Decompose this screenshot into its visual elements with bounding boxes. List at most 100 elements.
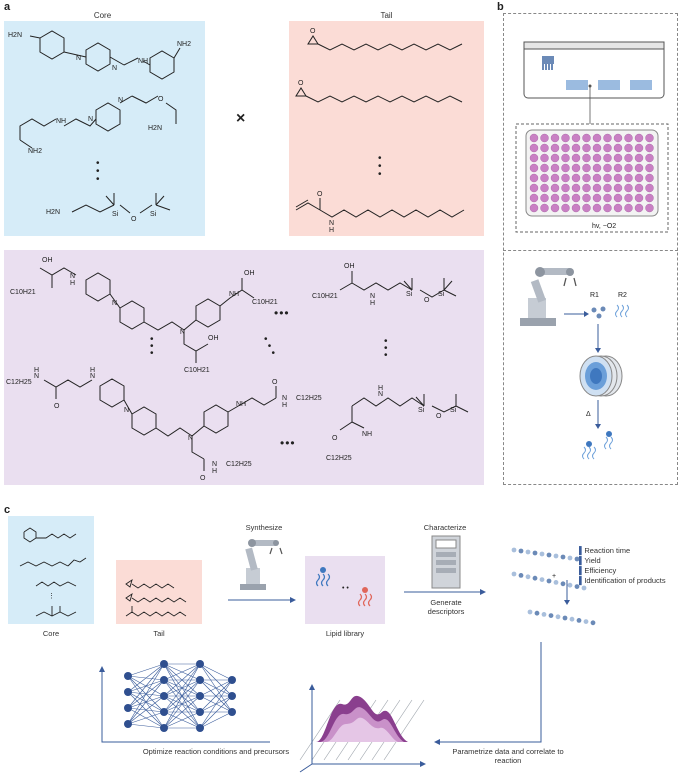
nn-node (124, 672, 132, 680)
plate-well (634, 153, 644, 163)
core-label-h2n-3: H2N (46, 209, 60, 216)
plate-well (561, 153, 570, 163)
core-label-n-3: N (88, 116, 93, 123)
core-label-nh-1: NH (138, 58, 148, 65)
product-label-c10h21-4: C10H21 (312, 293, 338, 300)
plate-well (645, 153, 654, 163)
plate-well (592, 163, 602, 173)
plate-well (624, 203, 633, 213)
plate-well (624, 143, 633, 153)
plate-well (634, 183, 644, 193)
plate-well (645, 173, 654, 183)
molecule-bead (567, 582, 573, 588)
plate-well (540, 183, 549, 193)
core-label-h2n-1: H2N (8, 32, 22, 39)
product-ellipsis-diag: • • • (264, 334, 277, 359)
product-label-n-1: N (70, 273, 75, 280)
molecule-bead (511, 547, 517, 553)
panel-label-b: b (497, 1, 504, 13)
product-label-h-6: H (212, 468, 217, 475)
core-label-o-1: O (158, 96, 164, 103)
product-label-n-3: N (180, 329, 185, 336)
plate-well (603, 203, 612, 213)
plate-well (592, 153, 602, 163)
product-label-n-9: N (282, 395, 287, 402)
product-label-c10h21-3: C10H21 (184, 367, 210, 374)
molecule-bead (567, 555, 573, 561)
plate-well (592, 183, 602, 193)
nn-edge (163, 695, 201, 729)
product-label-o-2: O (54, 403, 60, 410)
synthesize-label: Synthesize (245, 523, 283, 532)
plate-well (603, 153, 612, 163)
plate-well (592, 203, 602, 213)
product-label-o-1: O (424, 297, 430, 304)
molecule-bead (590, 620, 596, 626)
product-label-oh-1: OH (42, 257, 53, 264)
nn-node (160, 724, 168, 732)
plate-well (550, 143, 560, 153)
product-label-nh-1: NH (229, 291, 239, 298)
nn-edge (163, 663, 201, 729)
plate-well (613, 163, 623, 173)
plate-well (561, 203, 570, 213)
plate-well (582, 183, 591, 193)
molecule-bead (518, 573, 524, 578)
plate-well (561, 173, 570, 183)
molecule-bead (548, 613, 554, 618)
plate-well (592, 143, 602, 153)
product-label-h-3: H (34, 367, 39, 374)
descriptor-item: ▌Identification of products (579, 576, 666, 585)
plate-well (571, 183, 581, 193)
product-ellipsis-h2: ••• (280, 436, 296, 450)
nn-node (228, 708, 236, 716)
lipid-library-label: Lipid library (325, 629, 365, 638)
nn-node (124, 704, 132, 712)
plate-well (571, 163, 581, 173)
plate-well (561, 193, 570, 203)
plate-well (571, 203, 581, 213)
molecule-bead (555, 614, 561, 620)
plate-well (624, 133, 633, 143)
nn-node (160, 692, 168, 700)
plate-well (550, 203, 560, 213)
product-label-si-4: Si (450, 407, 457, 414)
descriptor-yield: Yield (584, 556, 601, 565)
core-title: Core (93, 11, 112, 20)
nn-node (228, 676, 236, 684)
product-label-h-4: H (90, 367, 95, 374)
core-label-h2n-2: H2N (148, 125, 162, 132)
tail-label-n: N (329, 220, 334, 227)
product-label-si-2: Si (438, 291, 445, 298)
plate-well (571, 173, 581, 183)
tail-label-o-2: O (298, 80, 304, 87)
panel-b-frame (503, 13, 678, 485)
molecule-bead (532, 550, 538, 556)
plate-well (540, 153, 549, 163)
svg-text:+: + (552, 573, 556, 580)
product-label-o-5: O (436, 413, 442, 420)
plate-well (582, 193, 591, 203)
plate-well (624, 193, 633, 203)
plate-well (613, 133, 623, 143)
product-label-n-8: N (188, 435, 193, 442)
plate-well (634, 163, 644, 173)
plate-well (529, 203, 539, 213)
plate-well (561, 163, 570, 173)
product-label-oh-4: OH (344, 263, 355, 270)
plate-well (603, 133, 612, 143)
nn-edge (127, 663, 165, 709)
plate-well (540, 193, 549, 203)
plate-well (540, 133, 549, 143)
molecule-bead (511, 571, 517, 577)
plate-well (603, 163, 612, 173)
plate-well (645, 133, 654, 143)
product-label-c12h25-4: C12H25 (326, 455, 352, 462)
nn-edge (127, 711, 165, 725)
molecule-bead (539, 551, 545, 557)
plate-well (645, 143, 654, 153)
molecule-bead (534, 610, 540, 616)
molecule-bead (562, 615, 568, 621)
tail-box (289, 21, 484, 236)
